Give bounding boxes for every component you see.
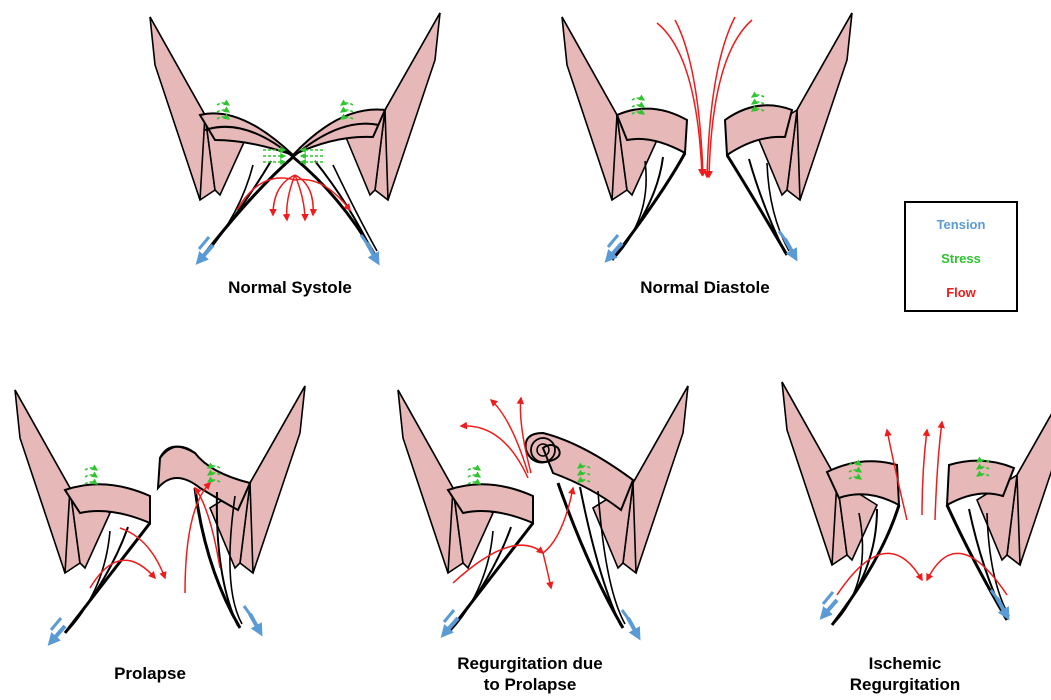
right-wall-fold [633,386,688,573]
right-wall-fold [385,13,440,200]
tension-arrow-left-tail [823,592,833,604]
caption-line: Normal Diastole [600,277,810,298]
flow-arrow [675,20,703,175]
left-wall-fold [15,390,70,573]
right-wall-fold [797,13,852,200]
tension-arrow-left-tail [444,610,454,622]
left-wall-fold [150,17,205,200]
panel-prolapse [15,386,305,642]
prolapsing-leaflet [158,447,250,510]
flow-arrow [273,175,295,215]
stress-arrow [217,103,229,105]
legend-tension: Tension [906,217,1016,232]
stress-arrow [208,466,220,468]
caption-line: Normal Systole [190,277,390,298]
stress-arrow [468,475,480,477]
flow-arrow [927,553,1007,595]
legend-flow: Flow [906,285,1016,300]
left-wall-fold [398,390,453,573]
tension-arrow-left-tail [51,618,61,630]
caption-line: Ischemic [820,653,990,674]
panel-regurgitation-prolapse [398,386,688,636]
flow-arrow [543,553,551,588]
flow-arrow [935,422,942,520]
caption-normal-diastole: Normal Diastole [600,277,810,298]
tension-arrow-left-tail [199,237,209,249]
caption-line: Regurgitation [820,674,990,695]
flow-arrow [657,23,702,175]
left-wall-fold [562,17,617,200]
caption-line: to Prolapse [430,674,630,695]
caption-regurgitation-prolapse: Regurgitation due to Prolapse [430,653,630,695]
stress-arrow [85,468,97,470]
caption-prolapse: Prolapse [80,663,220,684]
caption-ischemic-regurgitation: Ischemic Regurgitation [820,653,990,695]
legend-stress: Stress [906,251,1016,266]
tension-arrow-left-tail [608,235,618,247]
flow-arrow [461,426,528,478]
stress-arrow [468,468,480,470]
stress-arrow [752,95,764,97]
flow-arrow [837,553,922,595]
stress-arrow [341,103,353,105]
caption-line: Prolapse [80,663,220,684]
panel-normal-systole [150,13,440,261]
panel-normal-diastole [562,13,852,260]
caption-line: Regurgitation due [430,653,630,674]
legend-box: Tension Stress Flow [904,201,1018,312]
stress-arrow [632,105,644,107]
stress-arrow [341,110,353,112]
flow-arrow [543,488,573,553]
stress-arrow [752,102,764,104]
right-wall-fold [1017,378,1051,565]
flow-arrow [287,175,295,220]
right-wall-fold [250,386,305,573]
flow-arrow [922,430,927,515]
caption-normal-systole: Normal Systole [190,277,390,298]
tension-arrow-right-tail [244,606,254,620]
stress-arrow [217,110,229,112]
panel-ischemic-regurgitation [782,378,1051,625]
stress-arrow [85,475,97,477]
stress-arrow [632,98,644,100]
